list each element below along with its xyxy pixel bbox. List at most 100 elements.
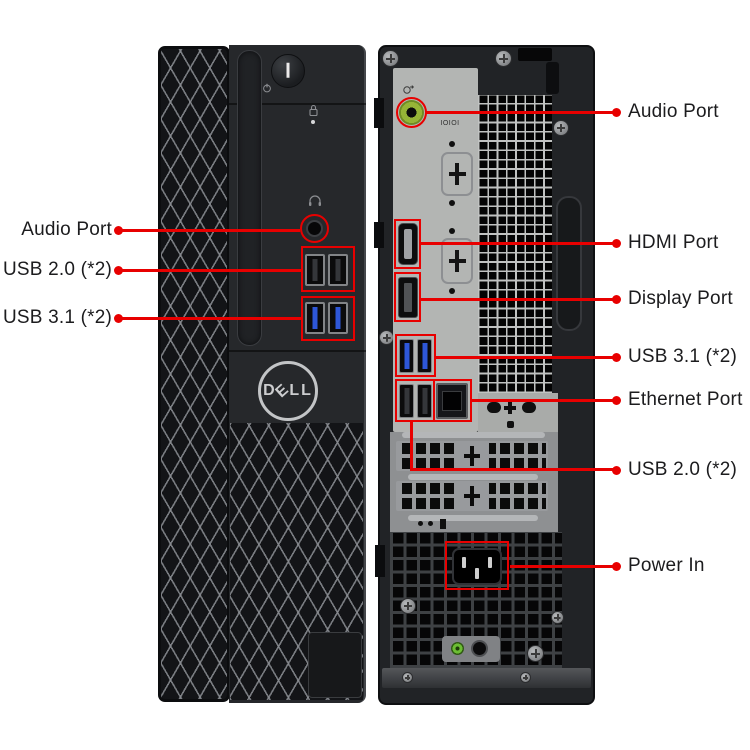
leader-dot-front-audio	[114, 226, 123, 235]
front-bottom-mesh	[230, 423, 363, 700]
ethernet-highlight-box	[433, 379, 472, 422]
leader-line-front-audio	[122, 229, 300, 232]
expansion-icon-dot-2	[428, 521, 433, 526]
leader-dot-displayport	[612, 295, 621, 304]
expansion-slot-cover-1	[396, 441, 548, 471]
dell-logo-letter-d: D	[263, 382, 277, 399]
front-usb3-port-1	[305, 302, 325, 334]
front-usb2-port-2	[328, 254, 348, 286]
leader-line-rear-usb2	[410, 468, 613, 471]
front-usb2-port-1	[305, 254, 325, 286]
front-usb3-highlight-box	[301, 296, 355, 341]
label-ethernet-port: Ethernet Port	[628, 389, 743, 410]
power-inlet-highlight-box	[445, 541, 509, 590]
back-top-slot	[518, 48, 552, 61]
label-power-in: Power In	[628, 555, 705, 576]
back-handle-recess	[556, 196, 582, 331]
back-top-screw-right	[495, 50, 512, 67]
display-port	[398, 277, 418, 318]
hdd-lock-icon	[309, 104, 318, 117]
psu-screw-right	[527, 645, 544, 662]
rear-usb3-highlight-box	[395, 334, 436, 377]
back-left-screw	[379, 330, 394, 345]
label-front-usb2: USB 2.0 (*2)	[2, 259, 112, 280]
expansion-rail-1	[402, 432, 545, 438]
label-display-port: Display Port	[628, 288, 733, 309]
back-top-latch	[546, 62, 559, 94]
label-rear-usb2: USB 2.0 (*2)	[628, 459, 738, 480]
expansion-rail-3	[408, 515, 538, 521]
back-bottom-bar	[382, 668, 591, 688]
power-pin-right	[488, 557, 492, 568]
slot2-plus-knockout	[455, 483, 489, 509]
front-panel-seam-mid	[229, 350, 366, 352]
plus-hole	[504, 401, 516, 414]
leader-line-rear-audio	[426, 111, 613, 114]
knockout-plate-1	[441, 152, 473, 196]
oval-hole-1	[487, 402, 501, 413]
leader-dot-rear-usb2	[612, 466, 621, 475]
back-right-screw	[553, 120, 569, 136]
headphone-icon	[309, 195, 321, 206]
leader-dot-front-usb2	[114, 266, 123, 275]
rear-usb3-port-2	[417, 339, 432, 373]
back-left-tab-3	[375, 545, 385, 577]
slot1-plus-knockout	[455, 443, 489, 469]
front-usb3-port-2	[328, 302, 348, 334]
back-top-screw-left	[382, 50, 399, 67]
hdmi-highlight-box	[394, 219, 421, 269]
knockout1-dot-bottom	[449, 200, 455, 206]
front-panel-seam-top	[229, 103, 366, 105]
leader-dot-power	[612, 562, 621, 571]
rear-usb3-port-1	[399, 339, 414, 373]
rear-usb2-highlight-box	[395, 379, 435, 422]
leader-line-power	[510, 565, 613, 568]
expansion-icon-dot-1	[418, 521, 423, 526]
bottom-bar-screw-right	[520, 672, 531, 683]
label-rear-audio-port: Audio Port	[628, 101, 719, 122]
expansion-small-slot	[440, 519, 446, 529]
label-front-usb3: USB 3.1 (*2)	[2, 307, 112, 328]
leader-dot-ethernet	[612, 396, 621, 405]
leader-line-front-usb3	[122, 317, 303, 320]
rear-usb2-port-1	[399, 384, 414, 418]
line-out-icon	[403, 85, 414, 94]
leader-line-displayport	[421, 298, 613, 301]
knockout1-dot-top	[449, 141, 455, 147]
power-pin-left	[462, 557, 466, 568]
leader-dot-rear-usb3	[612, 353, 621, 362]
label-rear-usb3: USB 3.1 (*2)	[628, 346, 738, 367]
psu-screw-left	[400, 598, 416, 614]
power-button	[271, 54, 305, 88]
front-side-mesh-panel	[158, 46, 230, 702]
bottom-bar-screw-left	[402, 672, 413, 683]
back-left-tab-2	[374, 222, 384, 248]
psu-screw-side	[551, 611, 564, 624]
label-front-audio-port: Audio Port	[21, 219, 112, 240]
power-inlet	[452, 548, 502, 585]
rear-audio-highlight-circle	[396, 97, 427, 128]
knockout2-dot-top	[449, 228, 455, 234]
optical-drive-slot	[237, 50, 262, 346]
hdd-indicator-dot	[311, 120, 315, 124]
leader-line-ethernet	[471, 399, 613, 402]
dell-logo-letters-ll: LL	[289, 382, 313, 399]
power-symbol-icon	[263, 83, 271, 93]
label-hdmi-port: HDMI Port	[628, 232, 719, 253]
psu-test-button	[471, 640, 488, 657]
displayport-highlight-box	[394, 272, 421, 322]
hdmi-port	[398, 223, 418, 265]
leader-dot-front-usb3	[114, 314, 123, 323]
front-usb2-highlight-box	[301, 246, 355, 292]
knockout-plate-2	[441, 238, 473, 284]
power-pin-center	[475, 568, 479, 579]
leader-elbow-rear-usb2	[410, 420, 413, 469]
serial-port-label: IOIOI	[440, 120, 460, 127]
expansion-rail-2	[408, 474, 538, 480]
leader-dot-rear-audio	[612, 108, 621, 117]
leader-line-hdmi	[419, 242, 613, 245]
front-badge-plate	[308, 632, 362, 698]
leader-line-front-usb2	[122, 269, 303, 272]
small-hole	[507, 421, 514, 428]
